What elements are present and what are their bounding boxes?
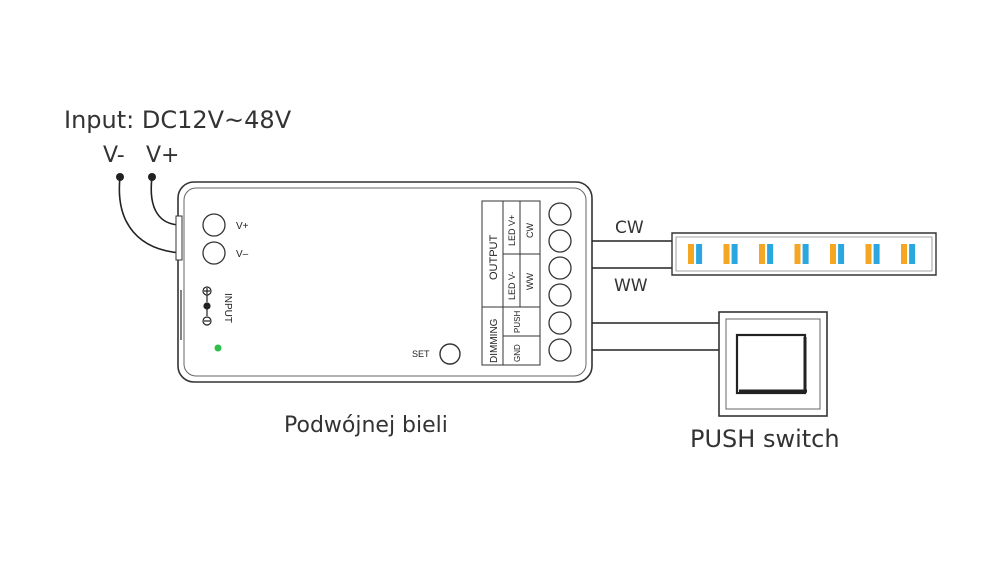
output-terminals: [548, 202, 572, 362]
set-button[interactable]: [439, 343, 461, 365]
led-segment: [838, 244, 845, 264]
led-segment: [759, 244, 765, 264]
terminal-ww: [548, 283, 572, 307]
input-terminal-vplus: [202, 213, 226, 237]
cw-wire-label: CW: [615, 218, 644, 238]
input-terminal-vplus-label: V+: [236, 221, 249, 232]
push-terminal-label: PUSH: [513, 311, 522, 333]
cw-channel-label: CW: [525, 223, 535, 238]
input-voltage-title: Input: DC12V~48V: [64, 106, 292, 134]
led-segment: [873, 244, 880, 264]
vplus-wire: [150, 176, 182, 226]
ww-wire-label: WW: [614, 276, 648, 296]
input-terminal-vminus-label: V–: [236, 249, 249, 260]
terminal-gnd: [548, 338, 572, 362]
dimming-group-label: DIMMING: [489, 318, 500, 363]
terminal-led-vminus: [548, 256, 572, 280]
gnd-terminal-label: GND: [513, 344, 522, 362]
push-switch-button[interactable]: [735, 333, 807, 395]
vminus-wire: [118, 176, 182, 254]
led-segment: [909, 244, 916, 264]
led-segment: [688, 244, 694, 264]
controller-body: [175, 181, 593, 383]
input-terminal-vminus: [202, 241, 226, 265]
terminal-led-vplus: [548, 202, 572, 226]
led-segment: [901, 244, 907, 264]
set-button-label: SET: [412, 349, 430, 359]
input-vplus-label: V+: [146, 143, 179, 168]
led-vminus-label: LED V-: [507, 271, 517, 300]
push-switch: [718, 311, 828, 417]
led-segment: [794, 244, 801, 264]
terminal-cw: [548, 229, 572, 253]
led-segment: [723, 244, 730, 264]
terminal-push: [548, 311, 572, 335]
led-strip: [671, 232, 937, 276]
led-segment: [696, 244, 703, 264]
led-segment: [802, 244, 809, 264]
output-group-label: OUTPUT: [488, 235, 500, 281]
led-strip-segments: [688, 244, 916, 264]
dc-polarity-icon: [202, 286, 212, 326]
controller-caption: Podwójnej bieli: [284, 413, 448, 438]
ww-channel-label: WW: [525, 273, 535, 290]
output-label-block: [481, 200, 541, 366]
input-vminus-label: V-: [103, 143, 125, 168]
status-indicator-led: [214, 344, 222, 352]
push-switch-label: PUSH switch: [690, 425, 840, 453]
led-segment: [767, 244, 774, 264]
led-segment: [865, 244, 872, 264]
led-segment: [731, 244, 738, 264]
input-jack-label: INPUT: [222, 293, 233, 323]
led-segment: [830, 244, 836, 264]
led-vplus-label: LED V+: [507, 215, 517, 246]
